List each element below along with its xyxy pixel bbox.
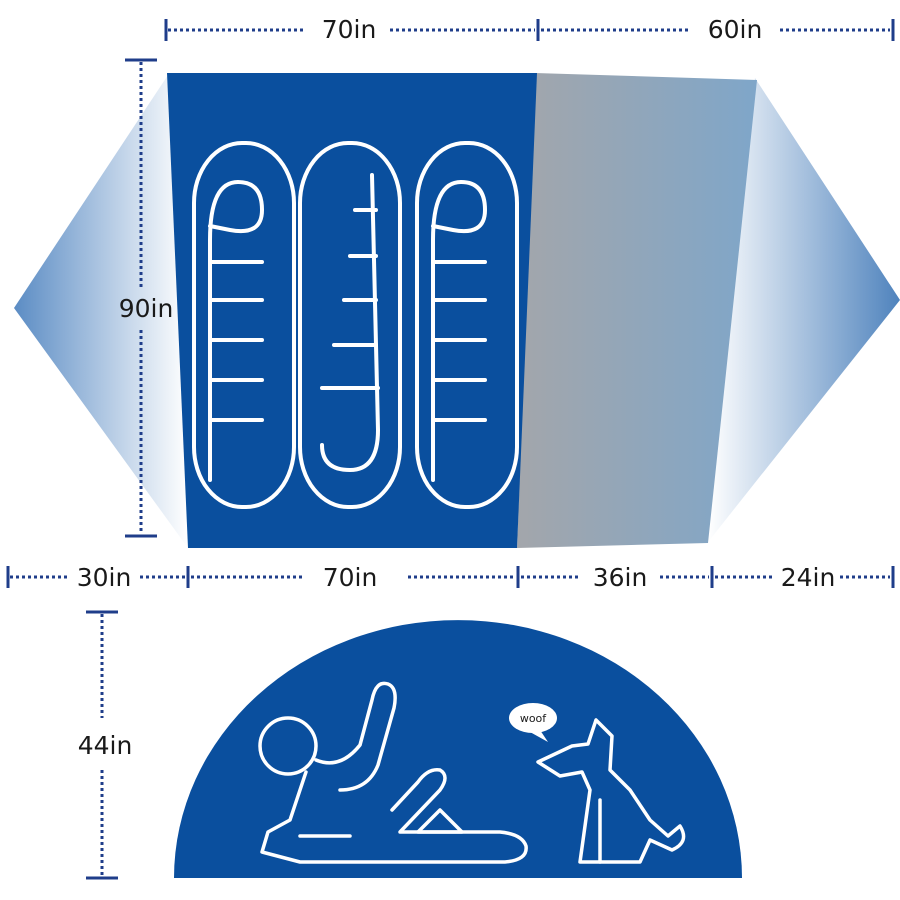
dog-icon [536, 718, 686, 864]
sleeping-bag-icon [192, 141, 296, 509]
left-wing-width-label: 30in [77, 563, 132, 592]
speech-bubble-text: woof [520, 712, 547, 725]
top-dimension-line [164, 19, 895, 41]
height-dimension-line [86, 610, 118, 880]
right-wing-width-label: 24in [781, 563, 836, 592]
bottom-inner-width-label: 70in [323, 563, 378, 592]
top-vestibule-width-label: 60in [708, 15, 763, 44]
person-lying-icon [258, 681, 528, 864]
sleeping-bag-icon [415, 141, 519, 509]
top-inner-width-label: 70in [322, 15, 377, 44]
left-wing-panel [14, 75, 188, 548]
height-label: 44in [78, 731, 133, 760]
vestibule-area [517, 73, 757, 548]
sleeping-bag-icon [298, 141, 402, 509]
speech-bubble-icon [509, 703, 557, 742]
bottom-dimension-line [6, 566, 895, 588]
vestibule-depth-label: 36in [593, 563, 648, 592]
length-dimension-line [125, 58, 157, 538]
length-label: 90in [119, 294, 174, 323]
right-wing-panel [708, 78, 900, 542]
